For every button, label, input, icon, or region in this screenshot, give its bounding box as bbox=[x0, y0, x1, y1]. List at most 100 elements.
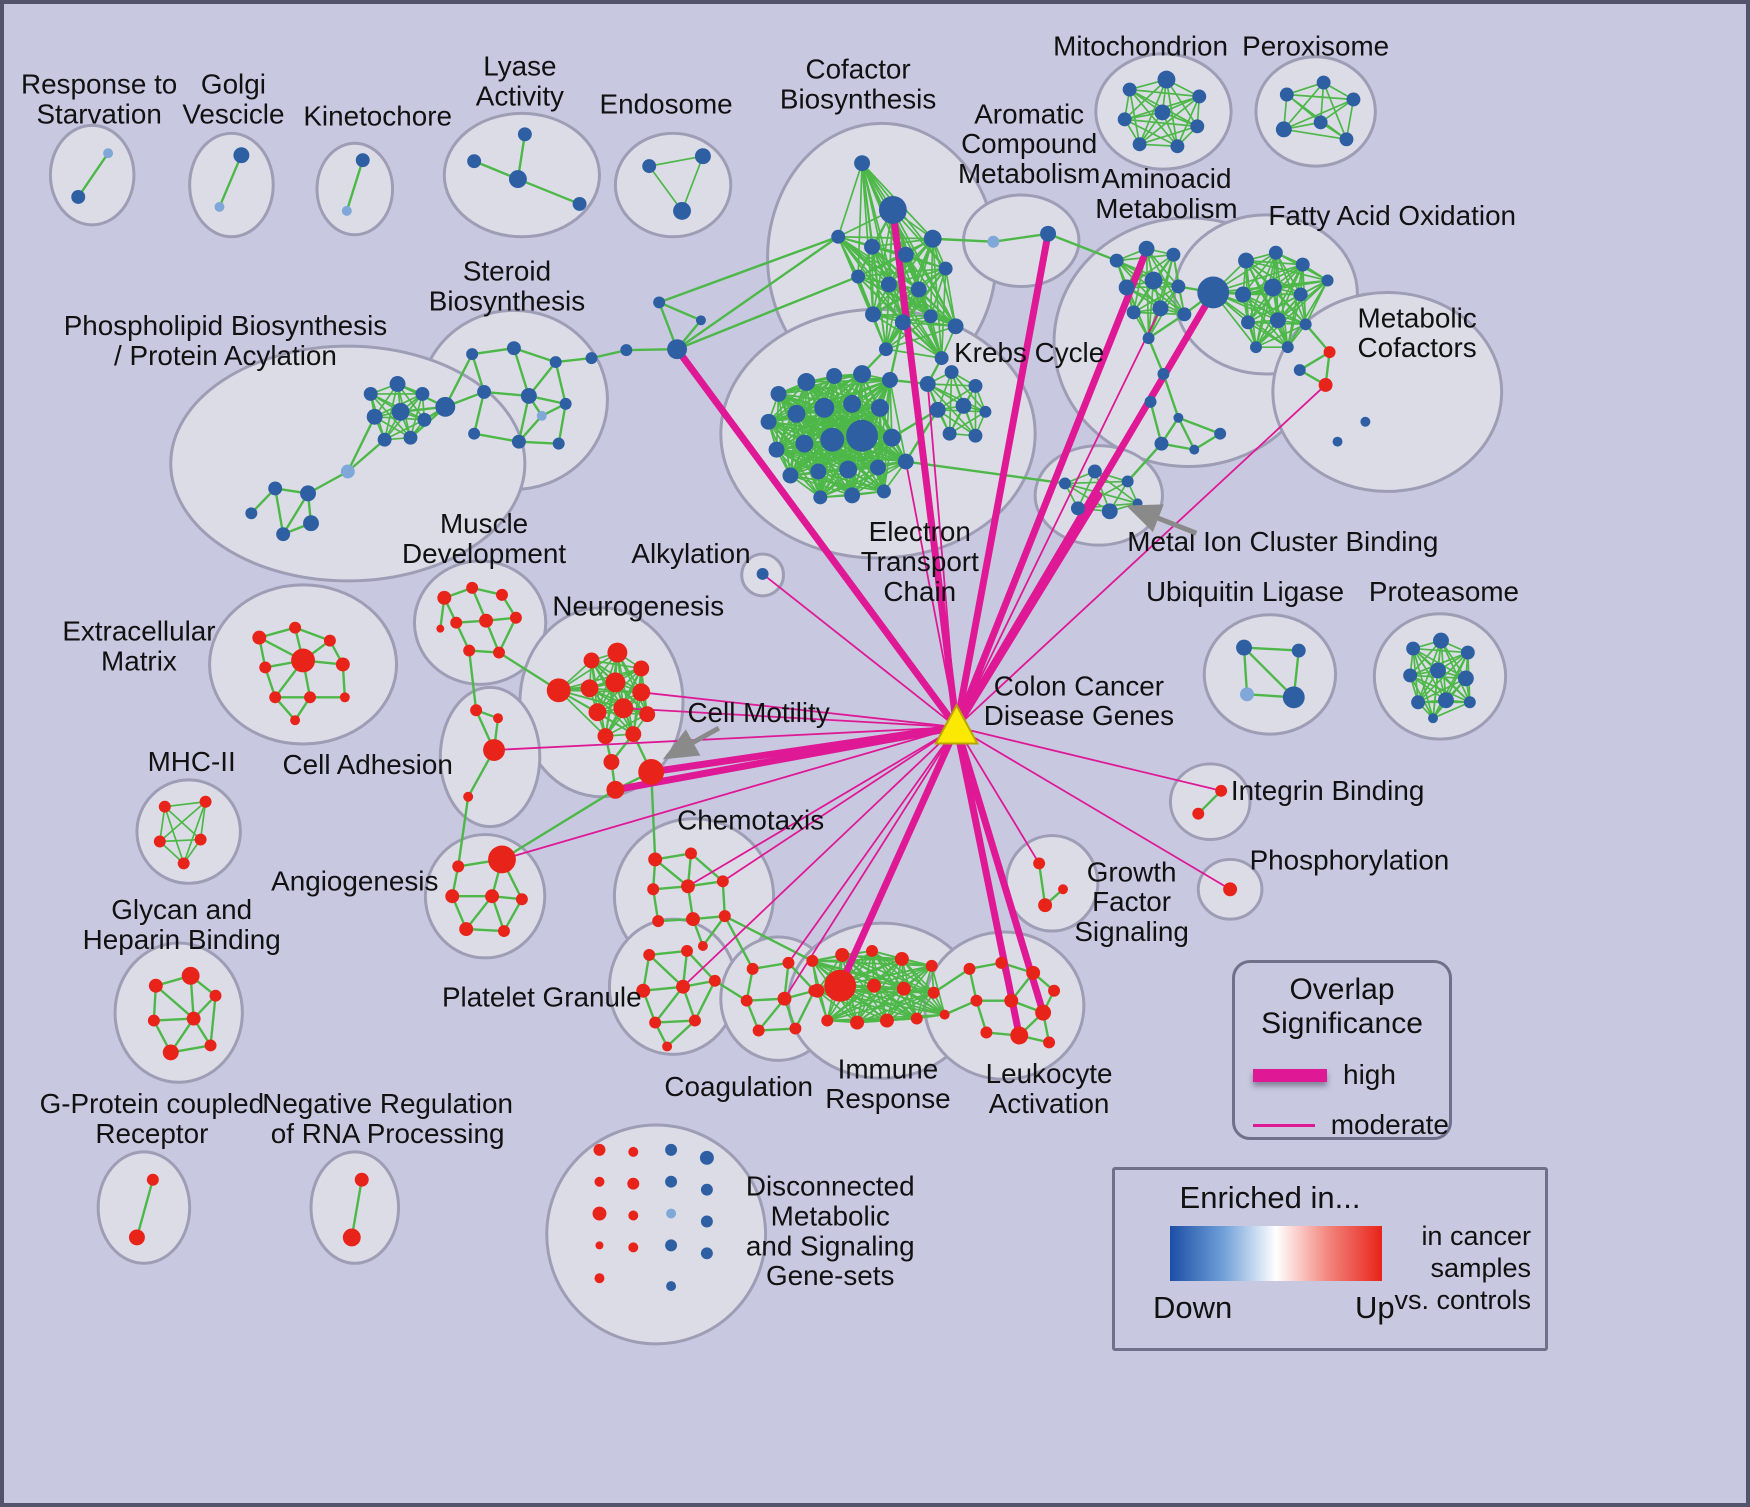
electron-transport-chain-node bbox=[882, 428, 901, 447]
cofactor-biosynthesis-edge bbox=[837, 235, 943, 359]
electron-transport-chain-edge bbox=[767, 373, 863, 423]
lyase-activity-edge bbox=[516, 177, 581, 206]
metabolic-cofactors-node bbox=[1318, 378, 1333, 392]
label-colon-cancer-hub: Colon Cancer bbox=[994, 670, 1164, 701]
fatty-acid-oxidation-node bbox=[1249, 341, 1262, 354]
label-electron-transport-chain: Chain bbox=[883, 576, 956, 607]
label-cell-motility: Cell Motility bbox=[687, 697, 829, 728]
high-significance-line bbox=[1253, 1068, 1327, 1082]
metal-ion-cluster-binding-node bbox=[1121, 475, 1134, 488]
fatty-acid-oxidation-edge bbox=[1247, 279, 1329, 324]
fatty-acid-oxidation-edge bbox=[1275, 251, 1302, 296]
growth-factor-signaling-node bbox=[1038, 898, 1053, 913]
mitochondrion-node bbox=[1170, 139, 1185, 154]
cofactor-biosynthesis-edge bbox=[872, 209, 894, 316]
label-fatty-acid-oxidation: Fatty Acid Oxidation bbox=[1268, 200, 1516, 231]
disconnected-gene-sets-node bbox=[666, 1208, 677, 1219]
cell-adhesion-node bbox=[483, 739, 505, 761]
neurogenesis-node bbox=[588, 703, 607, 722]
steroid-biosynthesis-edge bbox=[554, 360, 567, 406]
fatty-acid-oxidation-edge bbox=[1255, 251, 1277, 349]
label-coagulation: Coagulation bbox=[664, 1071, 813, 1102]
krebs-cycle-node bbox=[955, 397, 972, 414]
extracellular-matrix-node bbox=[339, 692, 350, 703]
overlap-edge-high bbox=[673, 345, 961, 731]
electron-transport-chain-edge bbox=[803, 406, 881, 445]
muscle-development-node bbox=[493, 646, 505, 659]
overlap-edge-moderate bbox=[926, 383, 958, 729]
label-disconnected-gene-sets: Gene-sets bbox=[766, 1260, 894, 1291]
proteasome-edge bbox=[1409, 674, 1471, 704]
coagulation-edge bbox=[751, 961, 790, 971]
proteasome-node bbox=[1460, 645, 1475, 660]
immune-response-edge bbox=[856, 987, 905, 1024]
label-growth-factor-signaling: Signaling bbox=[1074, 916, 1189, 947]
mhc-ii-edge bbox=[158, 800, 207, 843]
overlap-edge-high bbox=[953, 723, 1047, 1017]
fatty-acid-oxidation-edge bbox=[1212, 291, 1307, 326]
coagulation-node bbox=[777, 991, 792, 1006]
peroxisome-node bbox=[1275, 121, 1292, 138]
electron-transport-chain-node bbox=[770, 385, 787, 402]
phospholipid-protein-acylation-node bbox=[300, 485, 316, 502]
chemotaxis-edge bbox=[689, 852, 725, 883]
phospholipid-protein-acylation-node bbox=[303, 515, 319, 532]
proteasome-edge bbox=[1440, 639, 1471, 704]
cofactor-biosynthesis-node bbox=[923, 229, 942, 248]
krebs-cycle-node bbox=[944, 365, 959, 379]
steroid-biosynthesis-node bbox=[520, 387, 537, 404]
peroxisome-node bbox=[1313, 115, 1328, 130]
label-platelet-granule: Platelet Granule bbox=[442, 982, 642, 1013]
integrin-binding-node bbox=[1192, 807, 1205, 820]
cofactor-biosynthesis-node bbox=[865, 306, 881, 323]
electron-transport-chain-node bbox=[795, 434, 814, 453]
disconnected-gene-sets-node bbox=[594, 1273, 605, 1284]
krebs-cycle-edge bbox=[948, 371, 953, 435]
platelet-granule-node bbox=[676, 979, 690, 994]
label-steroid-biosynthesis: Biosynthesis bbox=[429, 285, 585, 316]
label-integrin-binding: Integrin Binding bbox=[1231, 775, 1425, 806]
endosome-edge bbox=[681, 155, 704, 212]
muscle-development-node bbox=[437, 590, 452, 605]
immune-response-node bbox=[806, 954, 819, 967]
electron-transport-chain-node bbox=[782, 467, 799, 484]
kinetochore-node bbox=[355, 153, 370, 168]
fatty-acid-oxidation-edge bbox=[1275, 251, 1307, 326]
steroid-biosynthesis-node bbox=[477, 384, 492, 399]
aminoacid-metabolism-node bbox=[1173, 412, 1184, 423]
electron-transport-chain-node bbox=[826, 368, 843, 384]
phospholipid-protein-acylation-node bbox=[276, 527, 291, 542]
aminoacid-metabolism-node bbox=[1152, 300, 1169, 317]
cofactor-biosynthesis-edge bbox=[944, 267, 957, 328]
neurogenesis-node bbox=[605, 672, 626, 693]
peroxisome-edge bbox=[1282, 81, 1325, 131]
overlap-edge-moderate bbox=[682, 726, 958, 988]
inter-cluster-edge bbox=[904, 460, 1067, 485]
lyase-activity-node bbox=[467, 154, 482, 169]
overlap-edge-moderate bbox=[761, 573, 958, 729]
electron-transport-chain-node bbox=[768, 441, 785, 458]
overlap-edge-moderate bbox=[787, 726, 958, 964]
aminoacid-metabolism-node bbox=[1214, 427, 1227, 440]
glycan-heparin-binding-node bbox=[181, 966, 200, 985]
electron-transport-chain-edge bbox=[889, 379, 893, 439]
steroid-biosynthesis-edge bbox=[512, 346, 531, 398]
metabolic-junction-node bbox=[620, 344, 633, 357]
integrin-binding-node bbox=[1215, 784, 1228, 797]
fatty-acid-oxidation-edge bbox=[1286, 279, 1329, 349]
neurogenesis-node bbox=[625, 726, 642, 743]
mitochondrion-edge bbox=[1138, 95, 1201, 146]
disconnected-gene-sets-node bbox=[666, 1281, 677, 1292]
mitochondrion-node bbox=[1132, 137, 1147, 152]
phospholipid-protein-acylation-edge bbox=[346, 438, 386, 473]
disconnected-gene-sets-node bbox=[665, 1175, 678, 1188]
alkylation-node bbox=[756, 567, 769, 580]
mitochondrion-node bbox=[1117, 112, 1132, 127]
electron-transport-chain-node bbox=[820, 427, 845, 452]
immune-response-edge bbox=[826, 984, 875, 1022]
cofactor-biosynthesis-node bbox=[864, 238, 880, 255]
extracellular-matrix-node bbox=[252, 630, 267, 645]
electron-transport-chain-edge bbox=[823, 379, 891, 409]
cluster-mhc-ii bbox=[135, 778, 242, 885]
phospholipid-protein-acylation-edge bbox=[383, 383, 399, 441]
